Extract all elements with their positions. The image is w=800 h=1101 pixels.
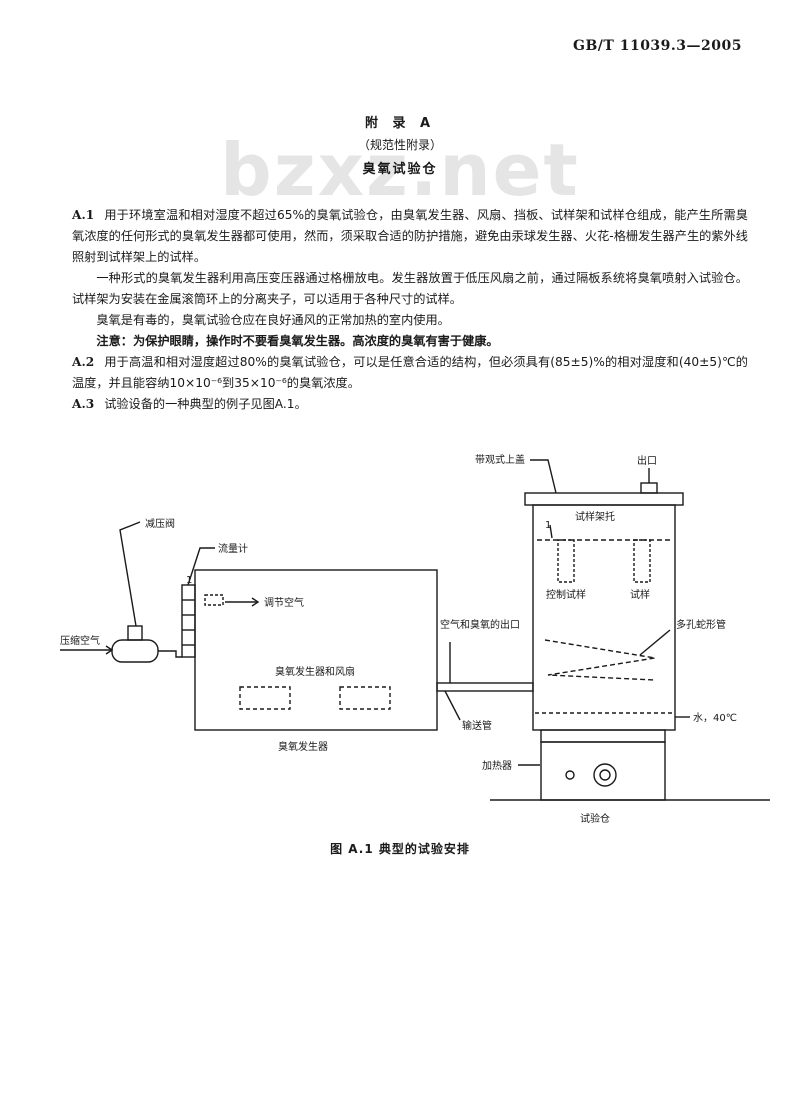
- air-inlet-port: [204, 594, 224, 606]
- label-compressed-air: 压缩空气: [60, 634, 100, 647]
- label-transfer-tube: 输送管: [462, 719, 492, 732]
- chamber-body: [532, 504, 676, 731]
- arrow-head: [251, 597, 260, 607]
- specimen-holder-leader: [549, 524, 553, 539]
- label-water-temp: 水，40℃: [693, 712, 737, 724]
- heater-knob-small: [565, 770, 575, 780]
- ozone-generator-box: [194, 569, 438, 731]
- clause-a1-paragraph-3: 臭氧是有毒的，臭氧试验仓应在良好通风的正常加热的室内使用。: [96, 313, 450, 327]
- label-specimen: 试样: [630, 588, 650, 601]
- flowmeter-leader: [187, 547, 215, 586]
- specimen: [633, 539, 651, 583]
- heater-dial-inner: [599, 769, 611, 781]
- label-test-chamber: 试验仓: [580, 812, 610, 825]
- fan-right: [339, 686, 391, 710]
- annex-type: （规范性附录）: [357, 138, 442, 152]
- annex-title: 附 录 A: [364, 116, 436, 131]
- label-specimen-holder: 试样架托: [575, 510, 615, 523]
- clause-number: A.2: [72, 355, 95, 369]
- label-perforated-tube: 多孔蛇形管: [676, 618, 726, 631]
- lid-leader: [530, 459, 557, 494]
- perforated-coil: [544, 639, 656, 681]
- label-control-specimen: 控制试样: [546, 588, 586, 601]
- marker-1-generator: 1: [186, 575, 192, 586]
- outlet-vent: [640, 482, 658, 494]
- clause-a3-paragraph: A.3 试验设备的一种典型的例子见图A.1。: [72, 394, 748, 415]
- label-flowmeter: 流量计: [218, 542, 248, 555]
- label-ozone-generator: 臭氧发生器: [278, 740, 328, 753]
- marker-1-chamber: 1: [545, 520, 551, 531]
- annex-name: 臭氧试验仓: [362, 162, 438, 177]
- label-generator-and-fan: 臭氧发生器和风扇: [275, 665, 355, 678]
- label-outlet: 出口: [637, 454, 657, 467]
- control-specimen: [557, 539, 575, 583]
- transfer-tube-leader: [444, 690, 461, 721]
- label-mixture-outlet: 空气和臭氧的出口: [440, 618, 520, 631]
- flowmeter-tube: [181, 584, 196, 658]
- clause-text: 用于环境室温和相对湿度不超过65%的臭氧试验仓，由臭氧发生器、风扇、挡板、试样架…: [72, 208, 748, 264]
- label-pressure-reducer: 减压阀: [145, 517, 175, 530]
- label-heater: 加热器: [482, 759, 512, 772]
- chamber-lid: [524, 492, 684, 506]
- clause-text: 试验设备的一种典型的例子见图A.1。: [104, 397, 307, 411]
- watermark: bzxz.net: [220, 128, 580, 212]
- heater-top: [540, 729, 666, 743]
- clause-number: A.1: [72, 208, 95, 222]
- label-adjust-air: 调节空气: [264, 596, 304, 609]
- pressure-reducer-body: [111, 639, 159, 663]
- clause-a1-paragraph-2: 一种形式的臭氧发生器利用高压变压器通过格栅放电。发生器放置于低压风扇之前，通过隔…: [72, 271, 748, 306]
- fan-left: [239, 686, 291, 710]
- clause-text: 用于高温和相对湿度超过80%的臭氧试验仓，可以是任意合适的结构，但必须具有(85…: [72, 355, 748, 390]
- clause-number: A.3: [72, 397, 95, 411]
- reducer-to-flowmeter: [158, 650, 182, 658]
- pressure-reducer-leader: [119, 521, 141, 627]
- figure-caption: 图 A.1 典型的试验安排: [330, 842, 470, 856]
- standard-code: GB/T 11039.3—2005: [573, 38, 742, 54]
- pressure-reducer-knob: [127, 625, 143, 641]
- transfer-tube: [436, 682, 534, 692]
- safety-note: 注意：为保护眼睛，操作时不要看臭氧发生器。高浓度的臭氧有害于健康。: [96, 334, 499, 348]
- heater-dial-outer: [593, 763, 617, 787]
- test-arrangement-diagram: 带观式上盖 出口 试样架托 1 减压阀 流量计 1 调节空气 控制试样 试样 压…: [60, 453, 770, 825]
- perforated-tube-leader: [639, 629, 671, 656]
- label-detachable-lid: 带观式上盖: [475, 453, 525, 466]
